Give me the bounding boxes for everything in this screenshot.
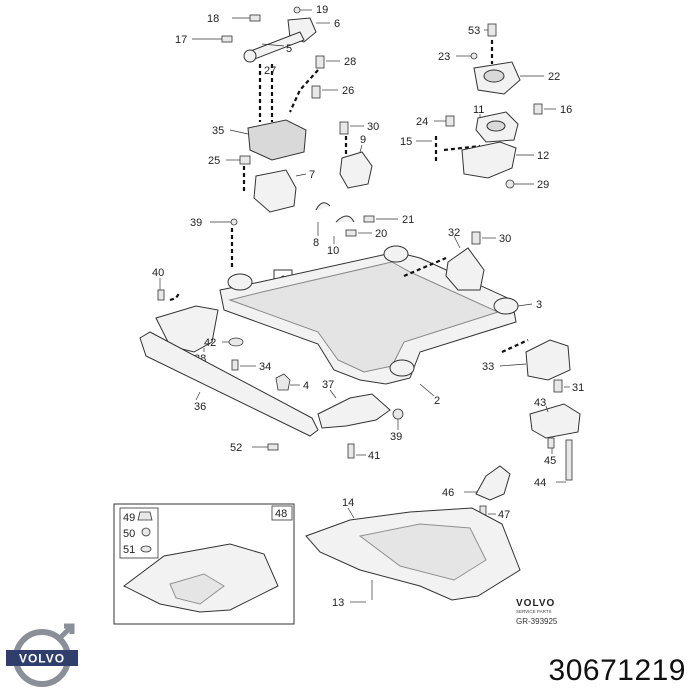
callout-51: 51 (123, 544, 135, 556)
callout-44: 44 (534, 477, 546, 489)
callout-23: 23 (438, 51, 450, 63)
callout-35: 35 (212, 125, 224, 137)
right-mount-group: 53 23 22 16 11 24 15 12 29 (400, 23, 572, 191)
callout-16: 16 (560, 104, 572, 116)
callout-30a: 30 (367, 121, 379, 133)
callout-29: 29 (537, 179, 549, 191)
callout-52: 52 (230, 442, 242, 454)
callout-39b: 39 (390, 431, 402, 443)
diagram-reference: GR-393925 (516, 617, 558, 626)
callout-7: 7 (309, 169, 315, 181)
callout-19: 19 (316, 4, 328, 16)
callout-12: 12 (537, 150, 549, 162)
inset-box-48: 48 49 50 51 (113, 503, 295, 625)
callout-6: 6 (334, 18, 340, 30)
torque-rod-group: 18 19 6 5 17 27 28 26 35 25 7 (175, 4, 356, 213)
callout-40: 40 (152, 267, 164, 279)
callout-48: 48 (275, 508, 287, 520)
splash-shield-group: 46 47 14 13 VOLVO SERVICE PARTS GR-39392… (305, 465, 558, 626)
callout-3: 3 (536, 299, 542, 311)
callout-33: 33 (482, 361, 494, 373)
callout-50: 50 (123, 528, 135, 540)
part-number: 30671219 (548, 654, 686, 687)
callout-42: 42 (204, 337, 216, 349)
callout-18: 18 (207, 13, 219, 25)
callout-24: 24 (416, 116, 428, 128)
callout-8: 8 (313, 237, 319, 249)
callout-28: 28 (344, 56, 356, 68)
callout-45: 45 (544, 455, 556, 467)
callout-49: 49 (123, 512, 135, 524)
callout-26: 26 (342, 85, 354, 97)
callout-46: 46 (442, 487, 454, 499)
callout-36: 36 (194, 401, 206, 413)
callout-5: 5 (286, 43, 292, 55)
callout-41: 41 (368, 450, 380, 462)
callout-25: 25 (208, 155, 220, 167)
callout-37: 37 (322, 379, 334, 391)
callout-2: 2 (434, 395, 440, 407)
callout-15: 15 (400, 136, 412, 148)
callout-13: 13 (332, 597, 344, 609)
callout-30b: 30 (499, 233, 511, 245)
callout-39a: 39 (190, 217, 202, 229)
callout-22: 22 (548, 71, 560, 83)
left-bracket-group: 40 38 42 34 4 36 37 39 52 41 (139, 267, 404, 462)
service-parts-text: SERVICE PARTS (516, 609, 552, 614)
callout-17: 17 (175, 34, 187, 46)
center-bushing-group: 30 9 21 20 8 10 (313, 121, 414, 257)
subframe-assembly: 1 3 2 39 (190, 217, 542, 407)
callout-4: 4 (303, 380, 309, 392)
callout-10: 10 (327, 245, 339, 257)
callout-47: 47 (498, 509, 510, 521)
svg-text:VOLVO: VOLVO (19, 652, 65, 666)
volvo-brand-text: VOLVO (516, 598, 555, 609)
callout-43: 43 (534, 397, 546, 409)
callout-34: 34 (259, 361, 271, 373)
callout-21: 21 (402, 214, 414, 226)
callout-11: 11 (473, 104, 484, 116)
callout-53: 53 (468, 25, 480, 37)
callout-31: 31 (572, 382, 584, 394)
callout-20: 20 (375, 228, 387, 240)
right-bracket-group: 32 30 33 31 43 45 44 (403, 227, 584, 489)
callout-27: 27 (264, 65, 276, 77)
callout-32: 32 (448, 227, 460, 239)
callout-14: 14 (342, 497, 354, 509)
callout-9: 9 (360, 134, 366, 146)
volvo-logo: VOLVO (6, 623, 78, 687)
